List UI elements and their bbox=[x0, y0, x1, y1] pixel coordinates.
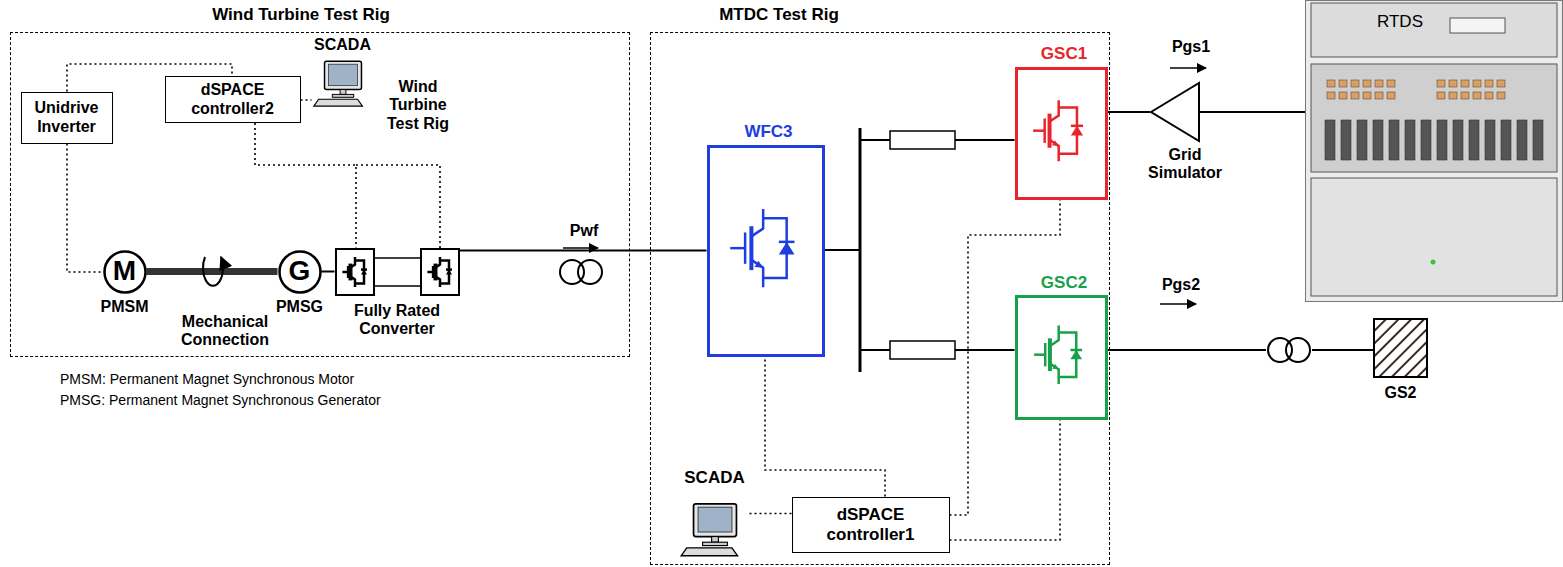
amplifier-triangle: Grid Simulator bbox=[1150, 82, 1200, 142]
node-heading: Grid Simulator bbox=[1140, 146, 1230, 183]
power-arrow bbox=[1170, 67, 1206, 69]
control-wire bbox=[356, 165, 440, 248]
rig-caption: Wind Turbine Test Rig bbox=[372, 78, 464, 133]
shaft-label: Mechanical Connection bbox=[160, 313, 290, 350]
rotation-arrow bbox=[203, 257, 223, 286]
amplifier-triangle-outline bbox=[1150, 82, 1200, 142]
abbreviation-note: PMSM: Permanent Magnet Synchronous Motor bbox=[60, 371, 500, 387]
control-wire bbox=[255, 123, 356, 248]
node-heading: PMSM bbox=[85, 298, 165, 316]
converter-box-outline bbox=[1018, 298, 1105, 417]
node-heading: GSC1 bbox=[1018, 44, 1111, 64]
power-line bbox=[825, 250, 1015, 350]
scada-computer: SCADA bbox=[680, 470, 750, 558]
converter-box-outline bbox=[1018, 70, 1105, 197]
grid-source-box: GS2 bbox=[1373, 318, 1428, 378]
node-heading: MTDC Test Rig bbox=[654, 5, 904, 25]
power-label: Pgs1 bbox=[1163, 38, 1219, 56]
power-line bbox=[322, 271, 335, 273]
converter-pair-outline bbox=[335, 248, 460, 296]
inverter-box: Unidrive Inverter bbox=[21, 92, 113, 144]
control-wire bbox=[950, 420, 1061, 541]
box-label: dSPACE controller1 bbox=[816, 505, 926, 544]
grid-source-box-outline bbox=[1373, 318, 1428, 378]
node-heading: Wind Turbine Test Rig bbox=[131, 5, 471, 25]
node-heading: WFC3 bbox=[710, 122, 828, 142]
box-label: dSPACE controller2 bbox=[166, 81, 300, 118]
transformer-symbol bbox=[1266, 336, 1312, 364]
controller-box: dSPACE controller1 bbox=[792, 497, 950, 553]
power-line bbox=[1108, 111, 1151, 113]
power-label: Pwf bbox=[560, 222, 608, 240]
power-line bbox=[1108, 349, 1374, 351]
power-arrow bbox=[1160, 303, 1196, 305]
box-label: M bbox=[113, 255, 136, 287]
power-line bbox=[825, 140, 1015, 250]
dc-bus bbox=[859, 128, 862, 372]
scada-computer: SCADA bbox=[312, 38, 374, 108]
control-wire bbox=[67, 144, 103, 273]
rtds-rack-outline bbox=[1305, 0, 1563, 302]
power-line bbox=[460, 250, 707, 252]
transformer-symbol bbox=[558, 258, 604, 286]
resistor-symbol bbox=[890, 131, 955, 149]
power-arrow bbox=[563, 247, 598, 249]
node-heading: GS2 bbox=[1363, 384, 1438, 402]
motor-circle: MPMSM bbox=[103, 250, 147, 294]
abbreviation-note: PMSG: Permanent Magnet Synchronous Gener… bbox=[60, 392, 500, 408]
node-heading: SCADA bbox=[303, 36, 383, 54]
test-rig-boundary: MTDC Test RigWFC3GSC1GSC2SCADAdSPACE con… bbox=[650, 32, 1110, 565]
node-heading: GSC2 bbox=[1018, 273, 1111, 293]
power-label: Pgs2 bbox=[1153, 276, 1209, 294]
control-wire bbox=[750, 513, 792, 515]
converter-box: GSC2 bbox=[1015, 295, 1108, 420]
converter-box-outline bbox=[710, 148, 822, 354]
box-label: G bbox=[289, 255, 311, 287]
test-rig-boundary: Wind Turbine Test Rig Unidrive Inverter dS… bbox=[10, 32, 630, 357]
power-line bbox=[1200, 111, 1305, 113]
box-label: Unidrive Inverter bbox=[22, 99, 112, 136]
node-heading: RTDS bbox=[1355, 12, 1445, 32]
control-wire bbox=[765, 357, 885, 497]
node-heading: SCADA bbox=[675, 468, 755, 488]
converter-pair: Fully Rated Converter bbox=[335, 248, 460, 296]
converter-box: GSC1 bbox=[1015, 67, 1108, 200]
node-heading: Fully Rated Converter bbox=[330, 302, 465, 339]
controller-box: dSPACE controller2 bbox=[165, 76, 301, 123]
node-heading: PMSG bbox=[260, 298, 340, 316]
resistor-symbol bbox=[890, 341, 955, 359]
mechanical-shaft bbox=[147, 268, 278, 275]
rtds-rack: RTDS bbox=[1305, 0, 1563, 302]
converter-box: WFC3 bbox=[707, 145, 825, 357]
generator-circle: GPMSG bbox=[278, 250, 322, 294]
control-wire bbox=[301, 99, 312, 101]
